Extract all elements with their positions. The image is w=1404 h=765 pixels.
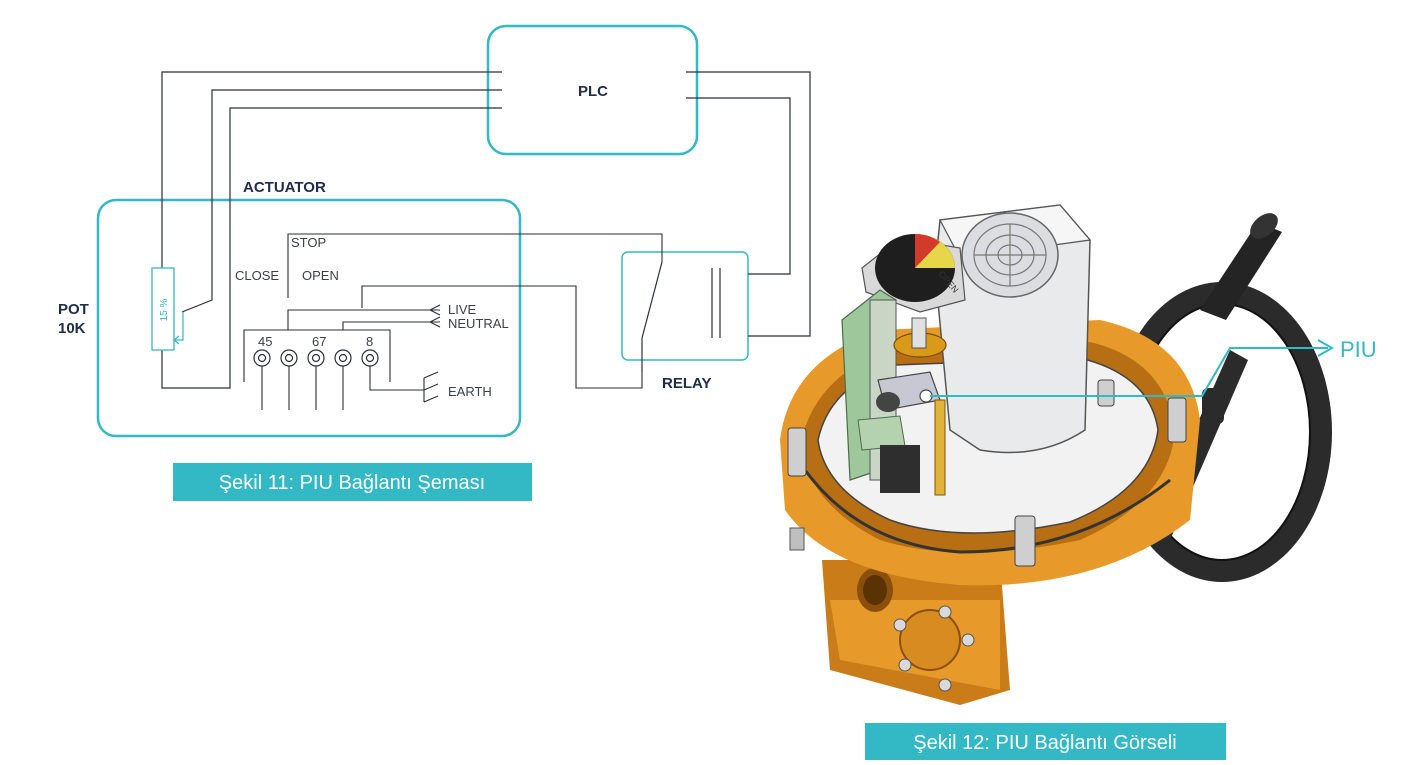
switch-mechanism (841, 289, 947, 496)
photo-caption: Şekil 12: PIU Bağlantı Görseli (913, 732, 1176, 754)
plc-label: PLC (578, 83, 608, 100)
close-label: CLOSE (235, 268, 279, 283)
actuator-illustration: OPEN PIU Şekil 12: PIU Bağlantı Görseli (780, 204, 1377, 760)
piu-callout: PIU (930, 337, 1377, 397)
pot-scale-label: 15 % (159, 298, 170, 321)
actuator-wires (287, 233, 663, 389)
relay-label: RELAY (662, 375, 711, 392)
motor (934, 204, 1092, 454)
potentiometer: 15 % (151, 267, 184, 351)
actuator-box (96, 198, 522, 438)
connection-diagram: PLC ACTUATOR RELAY POT 10K 15 % STOP CLO… (58, 24, 811, 501)
terminal-block: 45 67 8 (243, 329, 492, 410)
open-label: OPEN (302, 268, 339, 283)
earth-symbol (423, 371, 439, 403)
actuator-label: ACTUATOR (243, 179, 326, 196)
gearbox-body (822, 560, 1010, 705)
pot-label-line1: POT (58, 301, 89, 318)
terminal-label-8: 8 (366, 334, 373, 349)
piu-label: PIU (1340, 337, 1377, 362)
terminal-label-45: 45 (258, 334, 272, 349)
plc-pot-wires (161, 71, 502, 389)
relay-contacts (641, 261, 721, 372)
diagram-caption-bg (173, 463, 532, 501)
position-indicator: OPEN (861, 234, 966, 313)
relay-box (621, 251, 749, 361)
neutral-label: NEUTRAL (448, 316, 509, 331)
photo-caption-bg (865, 723, 1226, 760)
plc-relay-wires (686, 71, 811, 337)
pot-label-line2: 10K (58, 320, 86, 337)
earth-label: EARTH (448, 384, 492, 399)
stop-label: STOP (291, 235, 326, 250)
diagram-caption: Şekil 11: PIU Bağlantı Şeması (219, 472, 485, 494)
live-label: LIVE (448, 302, 477, 317)
terminal-label-67: 67 (312, 334, 326, 349)
